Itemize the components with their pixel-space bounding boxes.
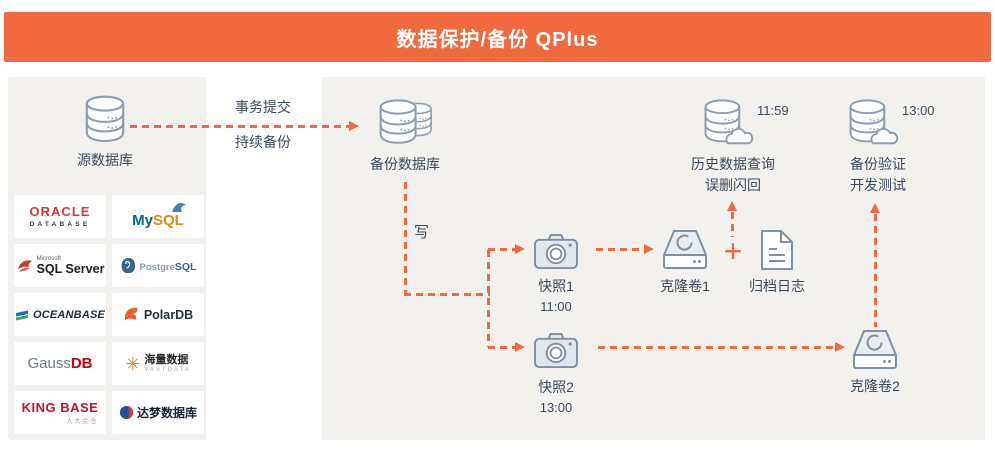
history-query-label-line1: 历史数据查询 [691, 156, 775, 172]
sqlserver-logo: SQL Server [36, 261, 105, 276]
gaussdb-logo: Gauss [27, 354, 71, 372]
vendor-card-oceanbase: OCEANBASE [14, 293, 106, 336]
archive-log-document-icon [761, 230, 793, 270]
polardb-logo: PolarDB [143, 307, 194, 322]
snapshot1-label: 快照1 [538, 278, 574, 294]
arrowhead-to-backup-db [349, 121, 359, 131]
snapshot2-time: 13:00 [539, 400, 573, 415]
flow-line-clone2-up [874, 214, 877, 327]
history-query-label-line2: 误删闪回 [705, 177, 761, 193]
arrowhead-to-history-query [727, 201, 737, 211]
oceanbase-logo: OCEANBASE [32, 308, 106, 321]
snapshot1-camera-icon [534, 233, 578, 270]
vendor-card-gaussdb: GaussDB [14, 342, 106, 385]
vendor-card-vastdata: ✳ 海量数据 VASTDATA [112, 342, 204, 385]
mysql-dolphin-icon [171, 202, 186, 212]
vendor-card-polardb: PolarDB [112, 293, 204, 336]
vendor-card-mysql: MySQL [112, 195, 204, 238]
clone2-disk-icon [853, 330, 897, 369]
dameng-icon [119, 405, 134, 420]
header-bar: 数据保护/备份 QPlus [4, 12, 991, 62]
arrowhead-to-clone1 [644, 244, 654, 254]
flow-line-snapshot1-to-clone1 [596, 248, 646, 251]
arrowhead-to-snapshot2 [515, 342, 525, 352]
flow-line-to-snapshot2 [488, 346, 518, 349]
flow-line-source-to-backup [130, 125, 350, 128]
snapshot1-time: 11:00 [540, 299, 572, 314]
continuous-backup-label: 持续备份 [235, 134, 291, 150]
flow-line-backup-down [404, 182, 407, 295]
vendor-card-kingbase: KING BASE 人大金仓 [14, 391, 106, 434]
backup-verify-database-cloud-icon [846, 97, 904, 150]
vastdata-logo: 海量数据 [144, 353, 189, 366]
vendor-card-dameng: 达梦数据库 [112, 391, 204, 434]
flow-line-snapshot2-to-clone2 [598, 346, 838, 349]
arrowhead-to-snapshot1 [515, 244, 525, 254]
flow-line-elbow-horizontal [404, 293, 490, 296]
backup-database-label: 备份数据库 [370, 156, 440, 172]
backup-database-icon [376, 95, 438, 151]
source-database-icon [85, 95, 125, 143]
kingbase-logo: KING BASE [21, 399, 99, 415]
backup-verify-label-line1: 备份验证 [850, 156, 906, 172]
backup-verify-label-line2: 开发测试 [850, 177, 906, 193]
history-query-time: 11:59 [757, 103, 789, 118]
source-database-label: 源数据库 [77, 152, 133, 168]
snapshot2-label: 快照2 [538, 379, 574, 395]
arrowhead-to-clone2 [835, 342, 845, 352]
oracle-logo: ORACLE [29, 204, 91, 219]
archive-log-label: 归档日志 [749, 278, 805, 294]
mysql-logo: My [132, 211, 153, 229]
clone1-label: 克隆卷1 [660, 278, 710, 294]
flow-line-up-to-history [731, 212, 734, 237]
snapshot2-camera-icon [534, 332, 578, 369]
backup-verify-time: 13:00 [902, 103, 935, 118]
vendor-card-postgresql: PostgreSQL [112, 244, 204, 287]
postgresql-logo: Postgre [139, 261, 175, 273]
plus-icon: + [723, 233, 743, 269]
page-title: 数据保护/备份 QPlus [396, 28, 599, 51]
dameng-logo: 达梦数据库 [136, 406, 197, 420]
postgresql-elephant-icon [121, 258, 135, 273]
vendor-logo-grid: ORACLE DATABASE MySQL Microsoft SQL Se [14, 195, 204, 434]
flow-line-split-vertical [487, 250, 490, 347]
history-query-database-cloud-icon [701, 97, 759, 150]
transaction-commit-label: 事务提交 [235, 99, 291, 115]
polardb-icon [124, 307, 138, 320]
vendor-card-oracle: ORACLE DATABASE [14, 195, 106, 238]
flow-line-to-snapshot1 [488, 248, 518, 251]
write-label: 写 [414, 224, 430, 241]
clone1-disk-icon [663, 230, 707, 269]
vendor-card-sqlserver: Microsoft SQL Server [14, 244, 106, 287]
vastdata-icon: ✳ [125, 353, 141, 374]
clone2-label: 克隆卷2 [850, 378, 900, 394]
oceanbase-icon [15, 310, 28, 320]
sqlserver-icon [17, 260, 32, 272]
arrowhead-to-backup-verify [870, 203, 880, 213]
